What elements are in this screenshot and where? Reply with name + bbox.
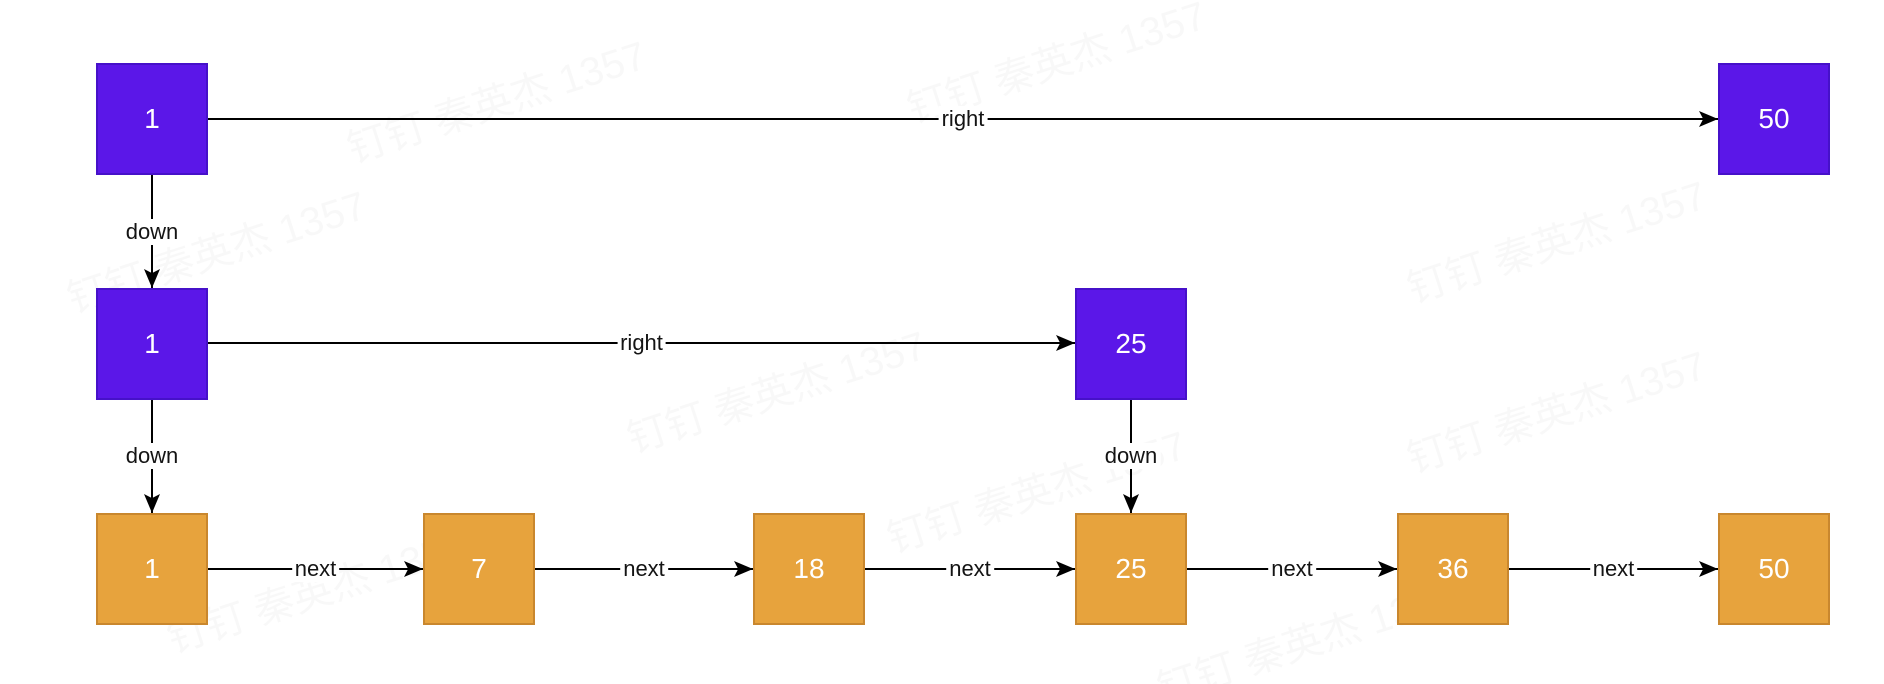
edge-next-25-36: next: [1187, 556, 1397, 582]
node-value: 1: [144, 328, 160, 359]
edge-label-next: next: [620, 556, 668, 582]
node-level0-36: 36: [1397, 513, 1509, 625]
node-level1-25: 25: [1075, 288, 1187, 400]
edge-label-next: next: [1268, 556, 1316, 582]
node-value: 1: [144, 553, 160, 584]
edge-label-next: next: [946, 556, 994, 582]
edge-next-18-25: next: [865, 556, 1075, 582]
node-value: 50: [1758, 553, 1790, 584]
edge-right-level2: right: [208, 106, 1718, 132]
edge-right-level1: right: [208, 330, 1075, 356]
edge-next-36-50: next: [1509, 556, 1718, 582]
node-level0-25: 25: [1075, 513, 1187, 625]
edge-label-right: right: [938, 106, 988, 132]
edge-label-down: down: [1101, 442, 1161, 469]
node-level2-50: 50: [1718, 63, 1830, 175]
node-value: 36: [1437, 553, 1469, 584]
edge-label-down: down: [122, 442, 182, 469]
node-level0-1: 1: [96, 513, 208, 625]
node-level0-7: 7: [423, 513, 535, 625]
node-value: 1: [144, 103, 160, 134]
node-level1-1: 1: [96, 288, 208, 400]
node-level0-18: 18: [753, 513, 865, 625]
edge-label-next: next: [291, 556, 340, 582]
node-value: 25: [1115, 328, 1147, 359]
watermark-text: 钉钉 秦英杰 1357: [342, 33, 652, 172]
node-value: 50: [1758, 103, 1790, 134]
node-value: 25: [1115, 553, 1147, 584]
edge-next-1-7: next: [208, 556, 423, 582]
node-level0-50: 50: [1718, 513, 1830, 625]
node-value: 18: [793, 553, 825, 584]
edge-label-down: down: [122, 218, 182, 245]
edge-down-level2-level1: down: [122, 175, 182, 288]
edge-down-25: down: [1101, 398, 1161, 513]
node-level2-1: 1: [96, 63, 208, 175]
watermark-text: 钉钉 秦英杰 1357: [1402, 343, 1712, 482]
edge-label-right: right: [617, 330, 666, 356]
node-value: 7: [471, 553, 487, 584]
edge-down-level1-level0: down: [122, 398, 182, 513]
watermark-text: 钉钉 秦英杰 1357: [1402, 173, 1712, 312]
edge-label-next: next: [1589, 556, 1638, 582]
edge-next-7-18: next: [535, 556, 753, 582]
